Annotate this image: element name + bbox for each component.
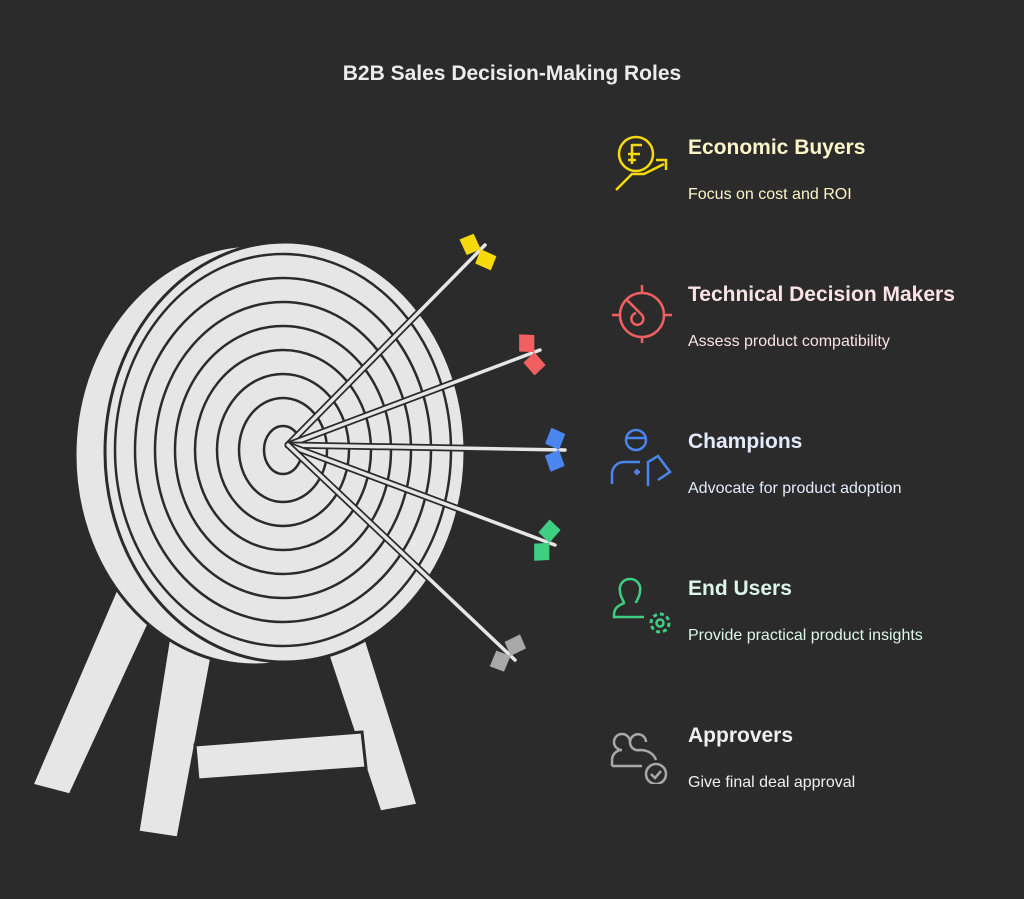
stand-crossbar	[193, 730, 368, 782]
target-radar-icon	[612, 285, 672, 343]
role-heading: Economic Buyers	[688, 136, 866, 159]
arrow-fletching	[544, 449, 565, 472]
arrow-fletching	[534, 542, 550, 561]
arrow-3	[284, 427, 569, 472]
user-gear-icon	[612, 577, 671, 634]
arrow-fletching	[475, 249, 497, 271]
role-heading: Champions	[688, 430, 803, 453]
target-board	[73, 240, 467, 667]
arrow-shaft	[286, 443, 517, 662]
arrow-2	[284, 334, 546, 449]
arrow-5	[284, 441, 527, 672]
role-item: Technical Decision Makers Assess product…	[608, 279, 1008, 369]
role-heading: Approvers	[688, 724, 794, 747]
arrow-shaft	[286, 443, 557, 547]
arrow-fletching	[459, 233, 481, 256]
role-description: Advocate for product adoption	[688, 480, 902, 497]
stand-leg-middle	[136, 628, 217, 840]
arrow-shaft	[286, 348, 542, 447]
arrow-1	[284, 233, 497, 449]
arrow-4	[284, 441, 561, 561]
advocate-person-icon	[610, 428, 672, 486]
arrow-shaft	[286, 243, 487, 447]
target-stand	[29, 583, 420, 840]
arrow-shaft	[286, 443, 567, 452]
diagram-title: B2B Sales Decision-Making Roles	[342, 62, 682, 85]
role-item: Champions Advocate for product adoption	[608, 426, 1008, 516]
role-description: Give final deal approval	[688, 774, 856, 791]
currency-growth-icon	[615, 135, 668, 191]
role-item: Economic Buyers Focus on cost and ROI	[608, 132, 1008, 222]
arrow-fletching	[523, 352, 546, 376]
arrow-fletching	[545, 427, 566, 450]
role-description: Focus on cost and ROI	[688, 186, 852, 203]
role-heading: Technical Decision Makers	[688, 283, 955, 306]
role-item: Approvers Give final deal approval	[608, 720, 1008, 810]
users-check-icon	[610, 732, 668, 784]
role-heading: End Users	[688, 577, 792, 600]
role-description: Provide practical product insights	[688, 627, 923, 644]
role-description: Assess product compatibility	[688, 333, 890, 350]
archery-target-illustration	[29, 233, 569, 840]
arrow-fletching	[519, 334, 535, 353]
arrow-fletching	[489, 650, 511, 672]
arrow-fletching	[504, 634, 527, 656]
arrow-fletching	[538, 519, 561, 543]
role-item: End Users Provide practical product insi…	[608, 573, 1008, 663]
